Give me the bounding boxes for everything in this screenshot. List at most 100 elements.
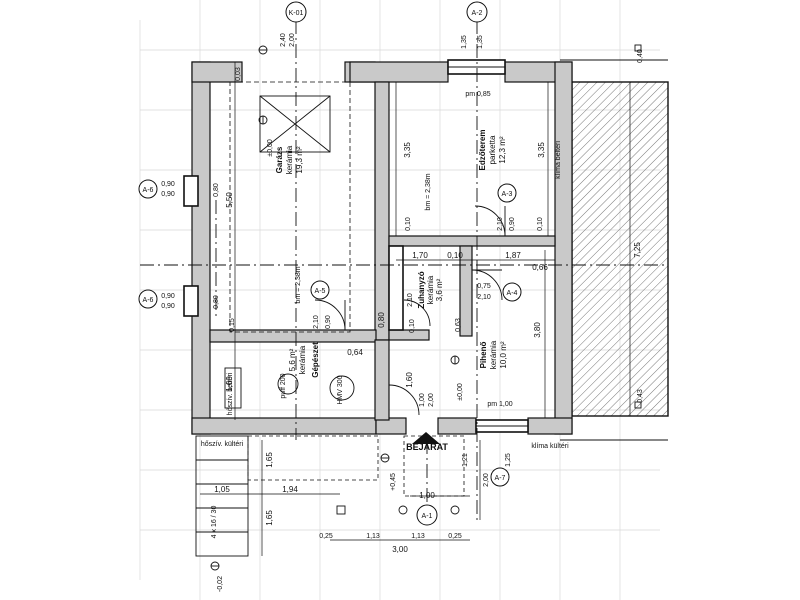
room-garage-area: 19,3 m² xyxy=(295,146,304,173)
dim-090d: 0,90 xyxy=(161,303,175,310)
axis-tag-a6-top xyxy=(138,179,158,199)
axis-tag-a3-label: A-3 xyxy=(502,191,513,198)
room-garage-floor: kerámia xyxy=(285,145,294,174)
dim-090e: 0,90 xyxy=(509,217,516,231)
klima-outdoor-label: klíma kültéri xyxy=(531,443,569,450)
dim-550: 5,50 xyxy=(225,192,234,208)
dim-066: 0,66 xyxy=(532,263,548,272)
dim-080a: 0,80 xyxy=(213,183,220,197)
heat-pump-outdoor-label: hőszív. kültéri xyxy=(201,441,244,448)
dim-160a: 1,60 xyxy=(225,376,234,392)
axis-tag-a4-label: A-4 xyxy=(507,290,518,297)
dim-010c: 0,10 xyxy=(447,251,463,260)
axis-tag-k01-label: K-01 xyxy=(289,10,304,17)
room-shower: Zuhanyzó kerámia 3,6 m² xyxy=(417,271,444,308)
dim-240: 2,40 xyxy=(280,33,287,47)
room-hall-sill: pm 1,00 xyxy=(487,401,512,408)
outer-walls xyxy=(183,59,573,435)
dim-194: 1,94 xyxy=(282,485,298,494)
room-gym: Edzőterem parketta 12,3 m² bm = 2,38m pm… xyxy=(425,91,507,211)
dim-170: 1,70 xyxy=(412,251,428,260)
dim-100a: 1,00 xyxy=(419,393,426,407)
dim-040: 0,40 xyxy=(637,49,644,63)
dimension-lines xyxy=(200,62,631,556)
stairs-label: 4 x 16 / 30 xyxy=(211,506,218,539)
dim-010b: 0,10 xyxy=(537,217,544,231)
dimension-values: 2,40 2,00 1,35 1,35 0,03 0,40 0,90 0,90 … xyxy=(161,33,644,554)
dim-165a: 1,65 xyxy=(265,452,274,468)
dim-043: 0,43 xyxy=(637,389,644,403)
boiler-equipment xyxy=(224,367,355,409)
dim-090a: 0,90 xyxy=(161,181,175,188)
level-zero-hall: ±0,00 xyxy=(457,383,464,401)
axis-tags: K-01 A-2 A-6 A-6 A-3 A-5 A-4 A-7 A-1 xyxy=(138,1,522,526)
level-marks xyxy=(210,44,642,571)
axis-tag-a1 xyxy=(416,504,438,526)
level-zero-garage: ±0,00 xyxy=(267,139,274,157)
dim-121: 1,21 xyxy=(462,453,469,467)
room-boiler-name: Gépészet xyxy=(311,342,320,378)
dim-210c: 2,10 xyxy=(407,293,414,307)
room-shower-area: 3,6 m² xyxy=(435,278,444,301)
dim-335b: 3,35 xyxy=(537,142,546,158)
dim-075: 0,75 xyxy=(477,283,491,290)
klima-indoor-label: klíma beltéri xyxy=(555,141,562,179)
axis-tag-a1-label: A-1 xyxy=(422,513,433,520)
annotations: BEJÁRAT ±0,00 ±0,00 +0,45 -0,02 hőszív. … xyxy=(201,139,569,592)
room-garage-height: bm = 2,38m xyxy=(295,266,302,303)
dim-200c: 2,00 xyxy=(483,473,490,487)
dim-090b: 0,90 xyxy=(161,191,175,198)
dim-160b: 1,60 xyxy=(405,372,414,388)
dim-080b: 0,80 xyxy=(213,295,220,309)
axis-tag-a6-bottom xyxy=(138,289,158,309)
entrance-label: BEJÁRAT xyxy=(406,442,448,452)
room-boiler: Gépészet kerámia 5,6 m² xyxy=(288,342,320,378)
neighbor-building xyxy=(560,59,669,441)
room-gym-area: 12,3 m² xyxy=(498,136,507,163)
room-garage-name: Garázs xyxy=(275,146,284,173)
dim-300: 3,00 xyxy=(392,545,408,554)
dim-080c: 0,80 xyxy=(377,312,386,328)
room-hall-floor: kerámia xyxy=(489,340,498,369)
dim-064: 0,64 xyxy=(347,348,363,357)
level-minus: -0,02 xyxy=(217,576,224,592)
room-gym-name: Edzőterem xyxy=(478,130,487,171)
dim-210d: 2,10 xyxy=(313,315,320,329)
axis-tag-a4 xyxy=(502,282,522,302)
axis-tag-a6-top-label: A-6 xyxy=(143,187,154,194)
room-garage: Garázs kerámia 19,3 m² bm = 2,38m xyxy=(275,145,304,303)
dim-113b: 1,13 xyxy=(411,533,425,540)
dim-025b: 0,25 xyxy=(448,533,462,540)
dim-210b: 2,10 xyxy=(477,294,491,301)
dim-125: 1,25 xyxy=(505,453,512,467)
dim-063: 0,63 xyxy=(455,318,462,332)
room-boiler-area: 5,6 m² xyxy=(288,348,297,371)
dim-135b: 1,35 xyxy=(477,35,484,49)
dim-105: 1,05 xyxy=(214,485,230,494)
dim-090f: 0,90 xyxy=(325,315,332,329)
axis-tag-a2-label: A-2 xyxy=(472,10,483,17)
dim-010d: 0,10 xyxy=(409,319,416,333)
axis-tag-a2 xyxy=(466,1,488,23)
heat-pump-indoor-label: hőszív. beltéri xyxy=(227,372,234,415)
dim-210a: 2,10 xyxy=(497,217,504,231)
room-hall: Pihenő kerámia 10,0 m² pm 1,00 xyxy=(479,340,513,408)
dim-025a: 0,25 xyxy=(319,533,333,540)
room-shower-name: Zuhanyzó xyxy=(417,271,426,308)
room-boiler-floor: kerámia xyxy=(298,345,307,374)
dim-335a: 3,35 xyxy=(403,142,412,158)
hot-water-tank-label: HMV 300 xyxy=(337,375,344,404)
axis-tag-a6-bottom-label: A-6 xyxy=(143,297,154,304)
dim-113a: 1,13 xyxy=(366,533,380,540)
axis-tag-a3 xyxy=(497,183,517,203)
buffer-tank-label: puff 200 xyxy=(280,373,287,398)
dim-187: 1,87 xyxy=(505,251,521,260)
room-gym-sill: pm 0,85 xyxy=(465,91,490,98)
room-hall-name: Pihenő xyxy=(479,342,488,369)
axis-tag-a5-label: A-5 xyxy=(315,288,326,295)
room-gym-floor: parketta xyxy=(488,135,497,164)
dim-015: 0,15 xyxy=(229,318,236,332)
axis-tag-a5 xyxy=(310,280,330,300)
room-gym-height: bm = 2,38m xyxy=(425,173,432,210)
